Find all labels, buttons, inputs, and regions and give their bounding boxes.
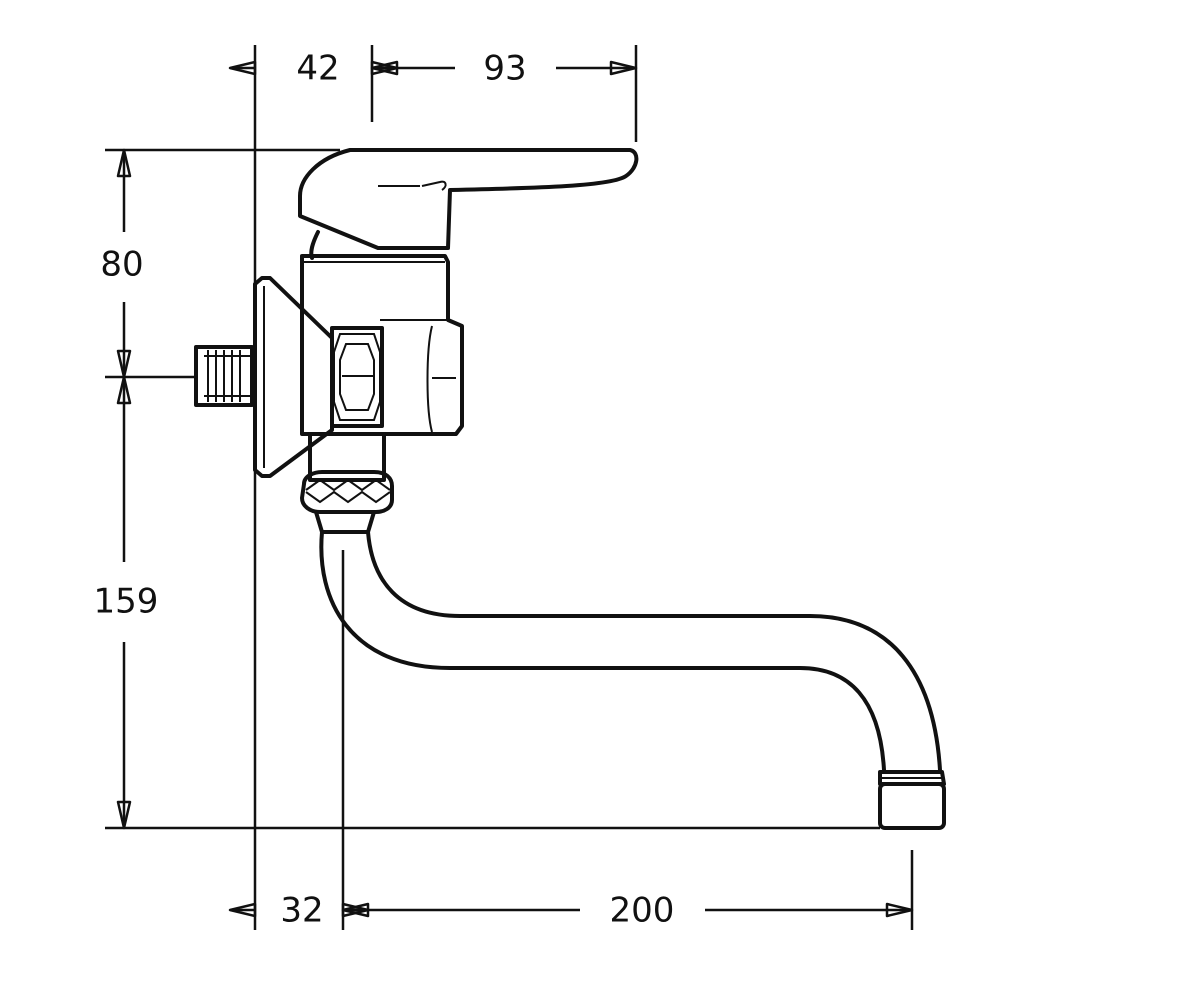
- faucet-outline: [194, 148, 946, 830]
- dimension-left: [116, 148, 132, 830]
- inlet-connector: [194, 345, 254, 407]
- dimension-labels: 42 93 80 159 32 200: [94, 49, 675, 931]
- dim-label-bottom-left: 32: [280, 891, 323, 931]
- lever-handle: [298, 148, 639, 260]
- wall-flange: [253, 276, 334, 478]
- hex-nut: [330, 326, 384, 428]
- extension-lines: [105, 45, 914, 930]
- spout-aerator: [878, 770, 946, 830]
- dim-label-top-left: 42: [296, 49, 339, 89]
- dim-label-left-upper: 80: [100, 245, 143, 285]
- dim-label-left-lower: 159: [94, 582, 159, 622]
- dim-label-bottom-right: 200: [610, 891, 675, 931]
- spout-pipe: [319, 530, 942, 772]
- spout-connector: [300, 432, 394, 534]
- dimension-bottom: [228, 902, 914, 918]
- dim-label-top-right: 93: [483, 49, 526, 89]
- dimension-top: [228, 60, 638, 76]
